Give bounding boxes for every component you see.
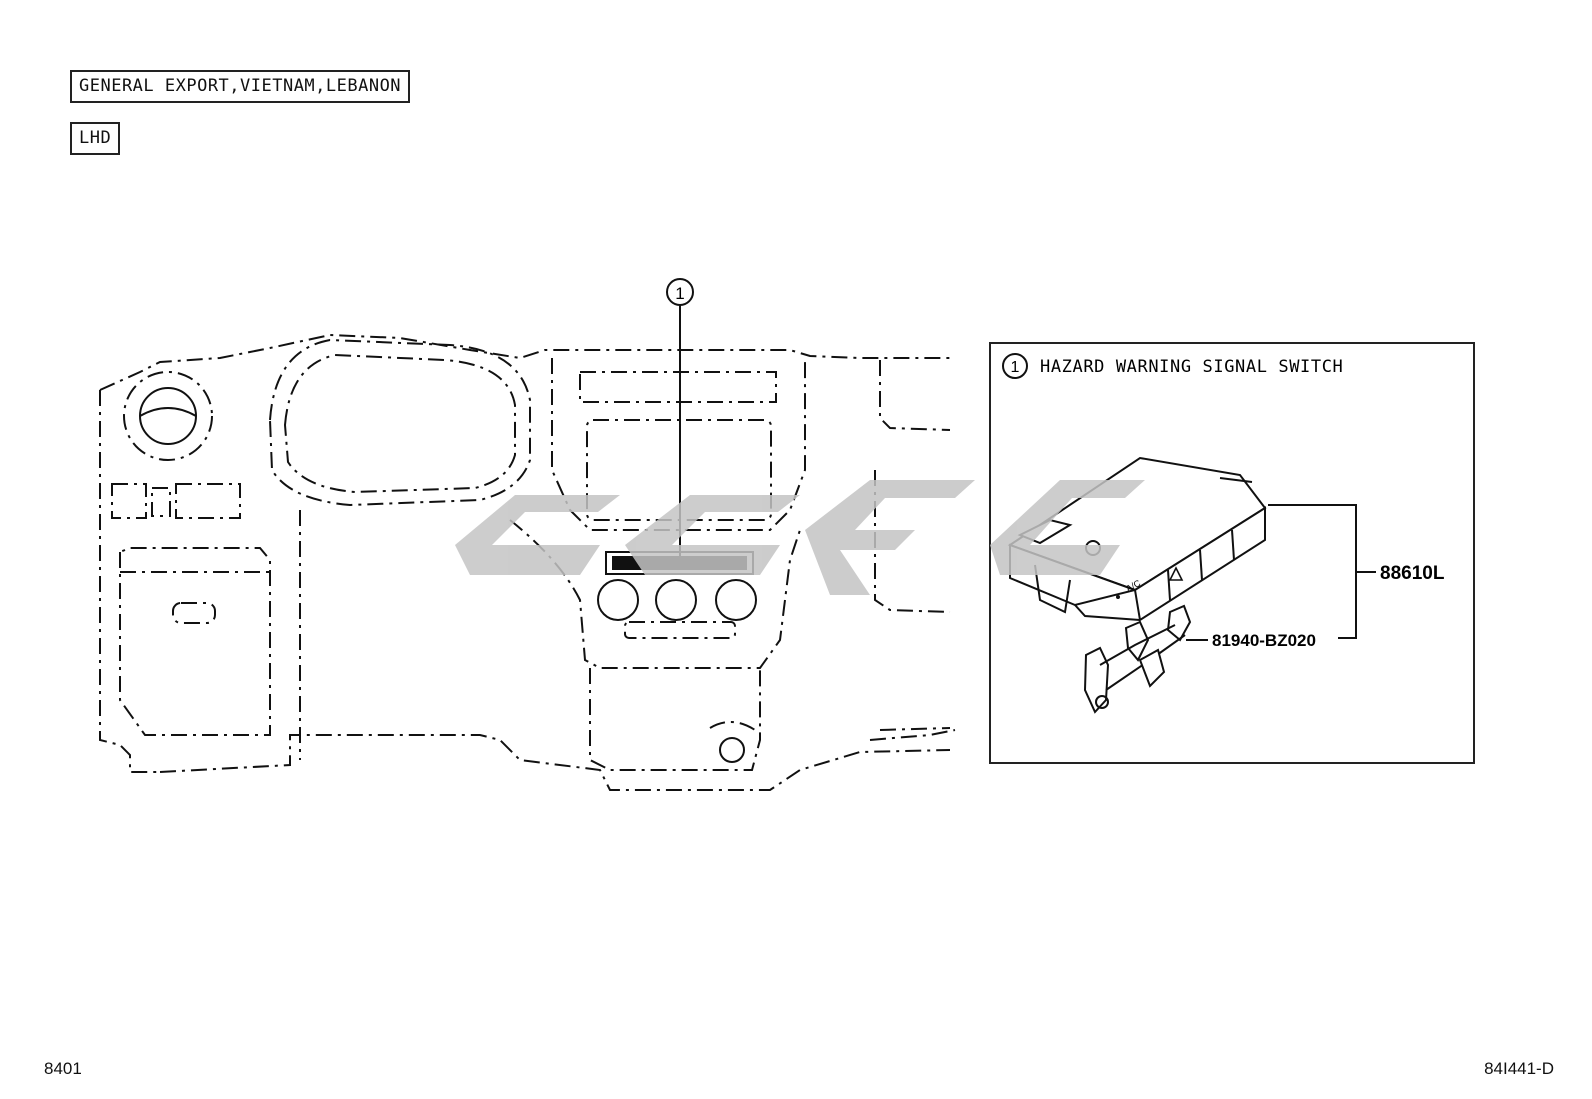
part-number-sub: 81940-BZ020: [1212, 631, 1316, 650]
drive-side-tag: LHD: [70, 122, 121, 156]
left-air-vent: [123, 371, 213, 461]
page-number-left: 8401: [44, 1059, 82, 1078]
instrument-cluster: [268, 338, 531, 507]
watermark-logo: [455, 480, 1145, 595]
detail-title: HAZARD WARNING SIGNAL SWITCH: [1040, 357, 1343, 377]
left-switch-cluster: [111, 483, 241, 519]
region-tag: GENERAL EXPORT,VIETNAM,LEBANON: [70, 70, 411, 104]
callout-number: 1: [675, 284, 684, 303]
hazard-triangle-icon: [1168, 566, 1184, 581]
bracket-clip-drawing: [1083, 604, 1192, 714]
part-number-main: 88610L: [1380, 563, 1445, 584]
illustration-code: 84I441-D: [1484, 1059, 1554, 1078]
glovebox: [119, 510, 301, 760]
detail-title-number: 1: [1011, 359, 1020, 376]
